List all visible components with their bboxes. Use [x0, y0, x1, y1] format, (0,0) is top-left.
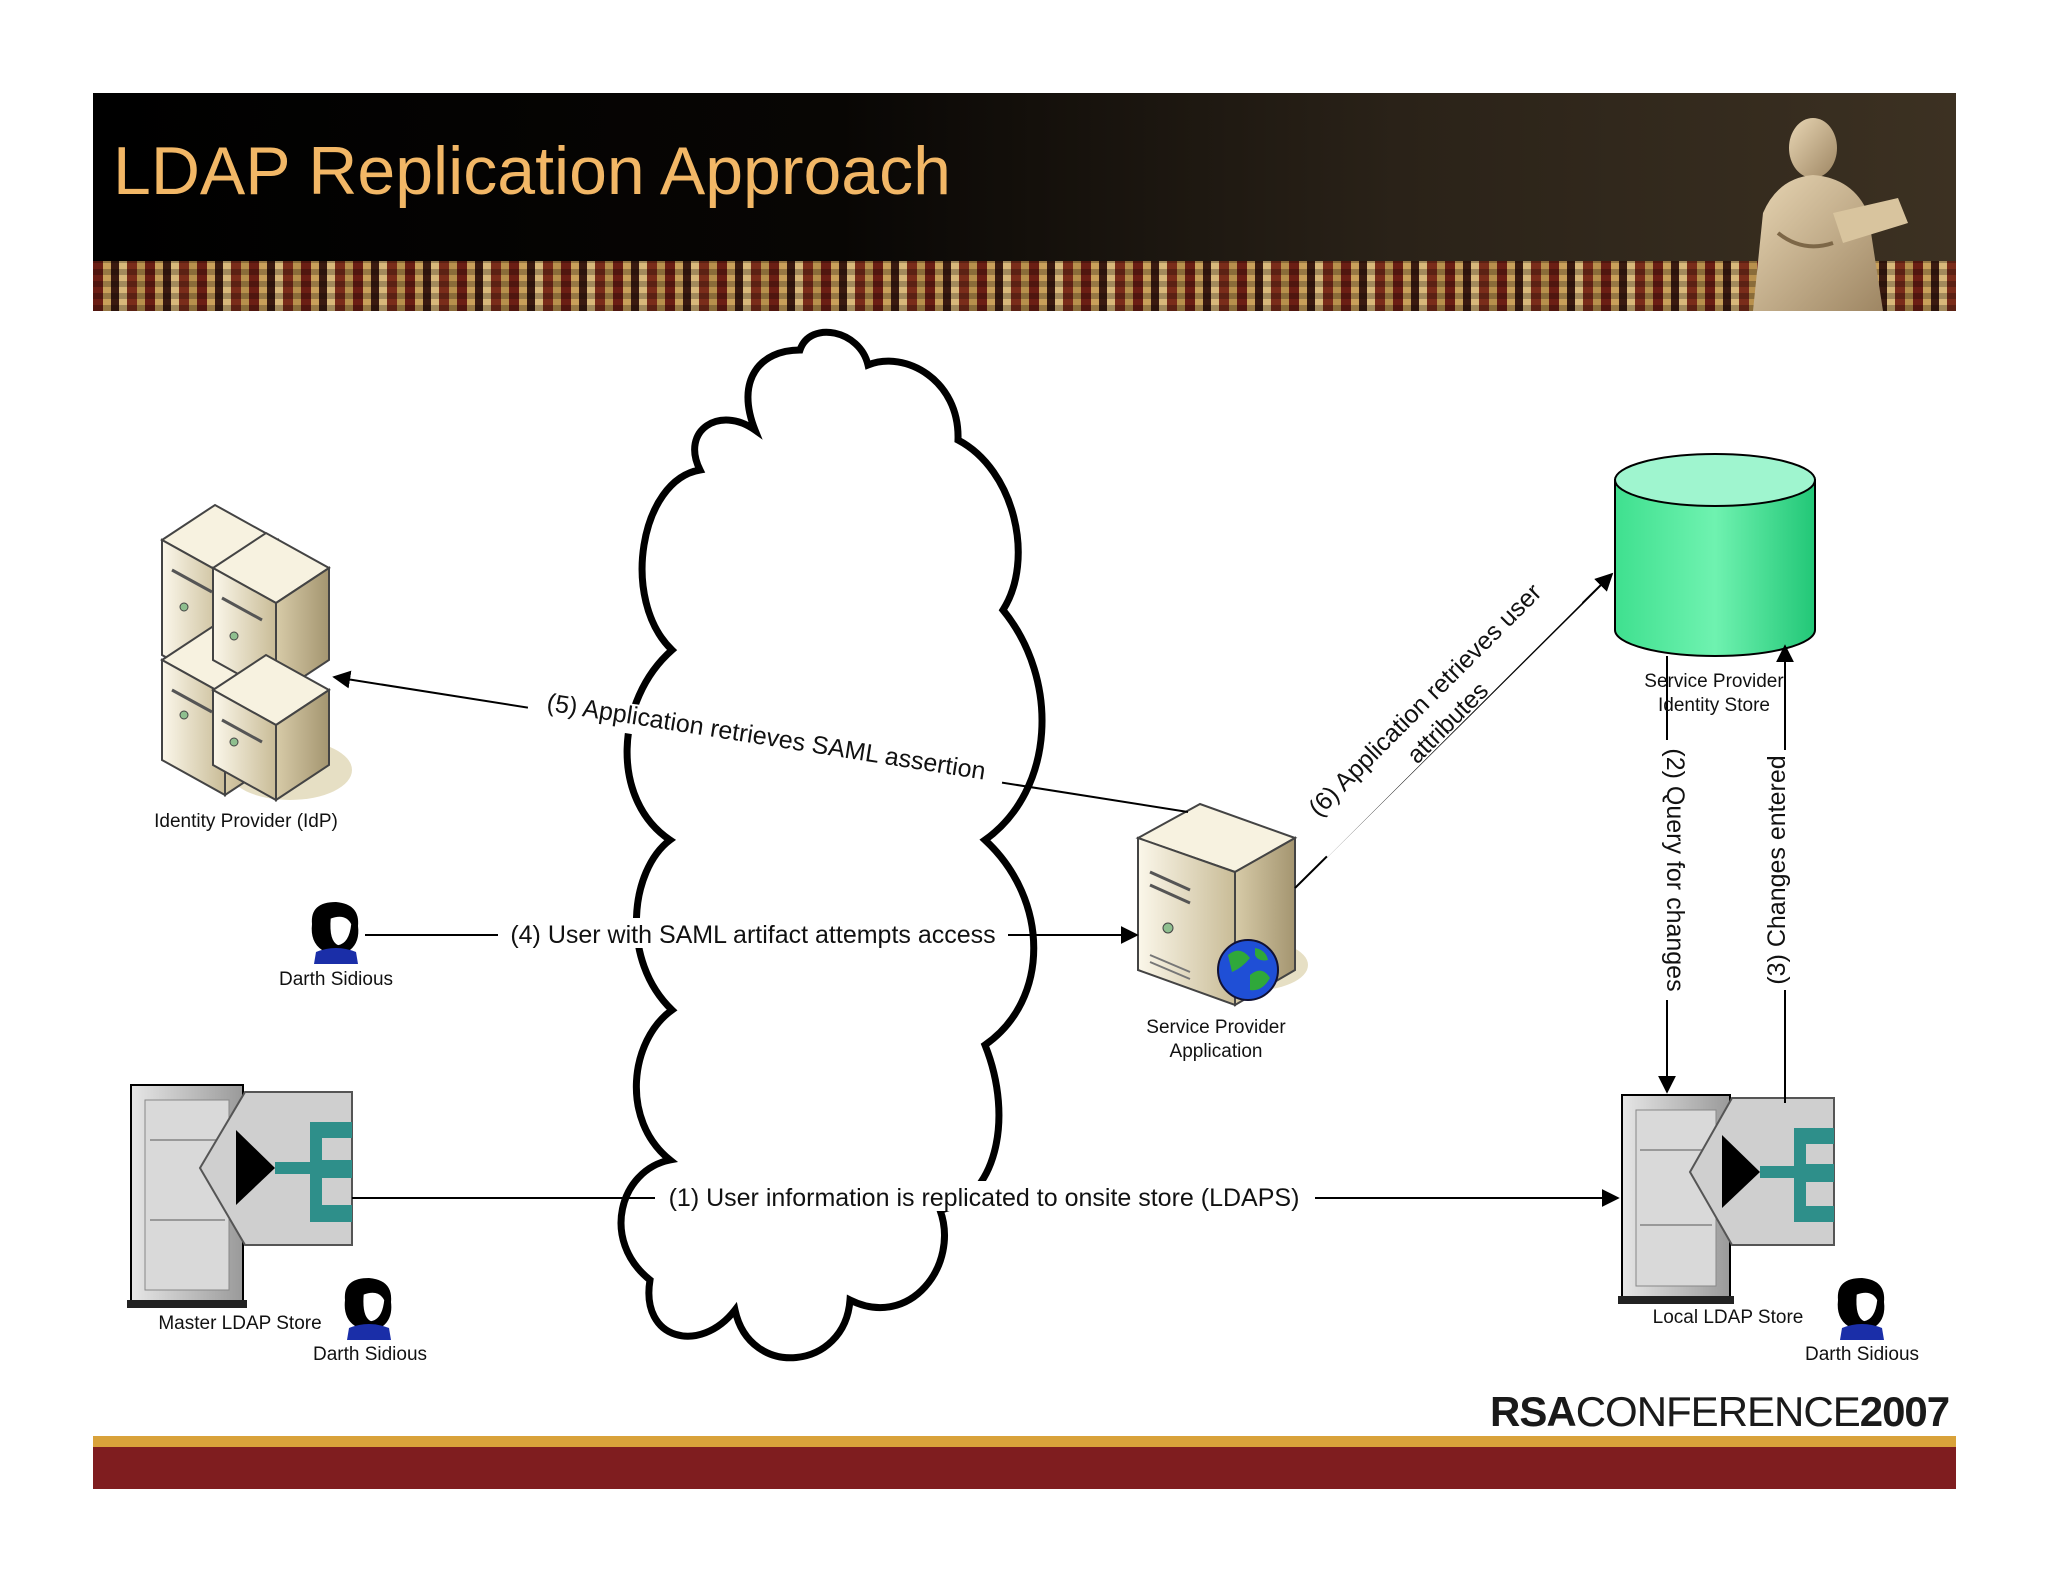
- title-banner: [93, 93, 1956, 311]
- user-icon: [344, 1278, 392, 1340]
- slide-title: LDAP Replication Approach: [113, 133, 951, 209]
- edge-6-label-line1: (6) Application retrieves user: [1303, 578, 1547, 822]
- sp-identity-store-label-line2: Identity Store: [1658, 695, 1770, 716]
- user-top-label: Darth Sidious: [278, 969, 394, 990]
- internet-cloud: [617, 328, 1046, 1362]
- user-icon: [1837, 1278, 1885, 1340]
- rsa-conference-logo: RSACONFERENCE2007: [1490, 1388, 1950, 1436]
- edge-2-label: (2) Query for changes: [1661, 748, 1689, 991]
- sp-identity-store-cylinder-icon: [1614, 453, 1816, 657]
- globe-icon: [1217, 939, 1279, 1001]
- master-ldap-store-icon: [127, 1084, 353, 1308]
- logo-rsa: RSA: [1490, 1388, 1577, 1435]
- edge-1-label: (1) User information is replicated to on…: [669, 1184, 1300, 1212]
- idp-server-icon: [160, 503, 352, 802]
- sp-identity-store-label-line1: Service Provider: [1644, 671, 1784, 692]
- logo-year: 2007: [1859, 1388, 1950, 1435]
- banner-ornament-strip: [93, 261, 1956, 311]
- footer-gold-bar: [93, 1436, 1956, 1447]
- user-local-label: Darth Sidious: [1804, 1344, 1920, 1365]
- sp-application-label-line2: Application: [1169, 1041, 1263, 1062]
- statue-image: [1753, 118, 1908, 311]
- idp-label: Identity Provider (IdP): [154, 811, 338, 832]
- banner-background: [93, 93, 1956, 261]
- logo-conference: CONFERENCE: [1575, 1388, 1861, 1435]
- master-ldap-label: Master LDAP Store: [158, 1313, 322, 1334]
- user-icon: [311, 902, 359, 964]
- local-ldap-store-icon: [1618, 1094, 1835, 1304]
- sp-application-label-line1: Service Provider: [1146, 1017, 1286, 1038]
- edge-4-label: (4) User with SAML artifact attempts acc…: [510, 921, 995, 949]
- edge-3-label: (3) Changes entered: [1763, 755, 1791, 984]
- edge-5-label: (5) Application retrieves SAML assertion: [545, 689, 988, 786]
- local-ldap-label: Local LDAP Store: [1652, 1307, 1804, 1328]
- user-master-label: Darth Sidious: [312, 1344, 428, 1365]
- footer-red-bar: [93, 1447, 1956, 1489]
